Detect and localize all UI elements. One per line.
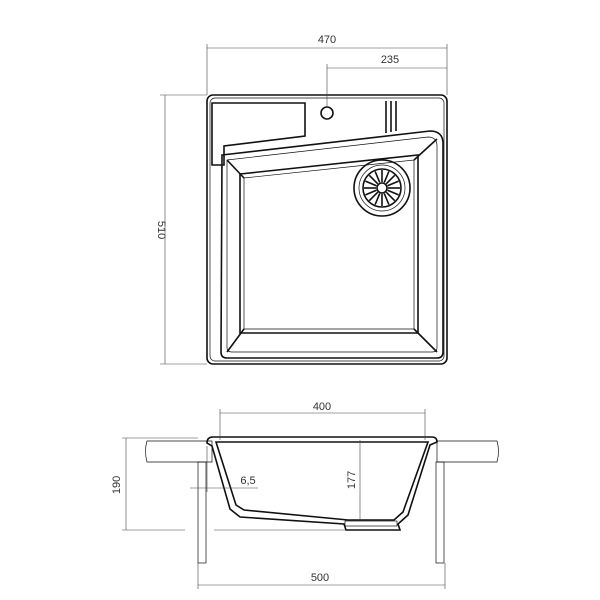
drain-slot [368, 191, 379, 202]
dim-wall: 6,5 [240, 475, 255, 487]
drain-slot [385, 174, 396, 185]
dim-cutout: 500 [311, 572, 329, 584]
drain-slot [387, 180, 399, 187]
drain-slot [383, 193, 390, 205]
drain-slot [383, 171, 390, 183]
drain-slot [368, 174, 379, 185]
cabinet-right [435, 461, 445, 564]
countertop-left [145, 440, 213, 463]
drain-slot [387, 189, 399, 196]
dim-width: 470 [318, 34, 336, 46]
grooves [385, 101, 397, 133]
drain-slot [365, 180, 377, 187]
dim-bowl-width: 400 [313, 401, 331, 413]
drain-slot [374, 193, 381, 205]
countertop-right [436, 440, 499, 463]
dim-half: 235 [381, 54, 399, 66]
bowl-rim [220, 130, 444, 359]
top-view: 470 235 510 [155, 34, 448, 365]
drain-slot [385, 191, 396, 202]
drain-icon [353, 159, 411, 217]
dim-total-height: 190 [111, 476, 123, 494]
cabinet-left [197, 461, 207, 564]
sink-section [206, 436, 438, 531]
dispenser-shelf [211, 102, 306, 166]
bowl-bottom [239, 154, 419, 334]
section-view: 400 190 177 6,5 500 [111, 401, 499, 589]
drain-slot [365, 189, 377, 196]
drain-slot [374, 171, 381, 183]
tap-hole [320, 106, 334, 120]
dim-bowl-depth: 177 [346, 471, 358, 489]
dim-depth: 510 [155, 221, 167, 239]
